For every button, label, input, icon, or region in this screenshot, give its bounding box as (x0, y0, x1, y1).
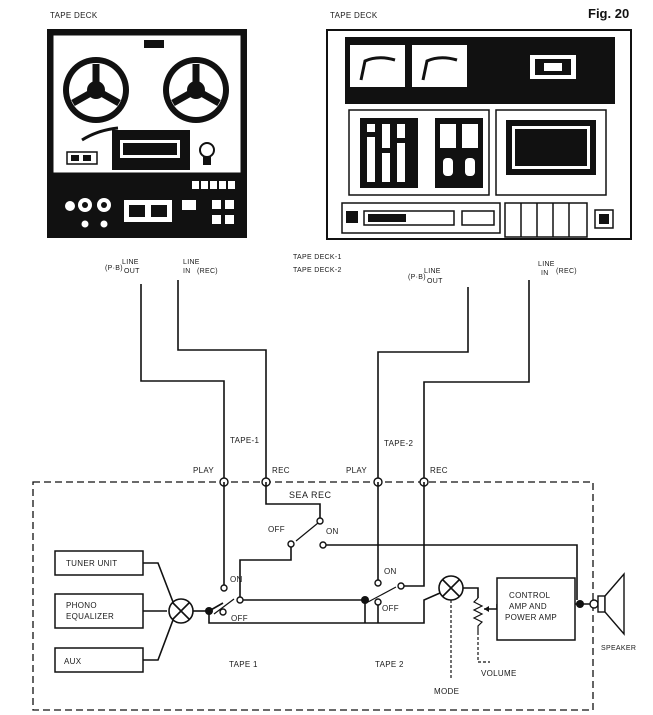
figure-label: Fig. 20 (588, 6, 629, 21)
svg-text:(P·B): (P·B) (105, 265, 123, 272)
sea-rec-off-label: OFF (268, 525, 285, 534)
tape1-off-label: OFF (231, 614, 248, 623)
source-lines (143, 562, 174, 661)
svg-text:LINE: LINE (183, 259, 200, 266)
left-deck-title: TAPE DECK (50, 11, 98, 20)
right-reel-icon (163, 57, 229, 123)
play1-label: PLAY (193, 466, 214, 475)
svg-text:OUT: OUT (124, 268, 140, 275)
deck-numbering-labels: TAPE DECK-1 TAPE DECK-2 (293, 254, 342, 274)
control-amp-line3: POWER AMP (505, 613, 557, 622)
tape2-monitor-switch (361, 482, 441, 624)
control-amp-line2: AMP AND (509, 602, 547, 611)
mode-label: MODE (434, 687, 459, 696)
play2-label: PLAY (346, 466, 367, 475)
right-deck-out-label: (P·B) LINE OUT (408, 268, 443, 285)
svg-text:(REC): (REC) (556, 268, 577, 275)
left-deck-out-label: (P·B) LINE OUT (105, 259, 140, 275)
tuner-unit-label: TUNER UNIT (66, 559, 117, 568)
amplifier-outline (32, 481, 594, 711)
equalizer-label: EQUALIZER (66, 612, 114, 621)
svg-text:(REC): (REC) (197, 268, 218, 275)
control-amp-line1: CONTROL (509, 591, 550, 600)
svg-text:(P·B): (P·B) (408, 274, 426, 281)
svg-text:OUT: OUT (427, 278, 443, 285)
svg-text:LINE: LINE (424, 268, 441, 275)
rec1-label: REC (272, 466, 290, 475)
tape-deck-2-label: TAPE DECK-2 (293, 267, 342, 274)
left-reel-icon (63, 57, 129, 123)
tape-deck-1-label: TAPE DECK-1 (293, 254, 342, 261)
sea-rec-switch (239, 482, 578, 600)
svg-text:LINE: LINE (122, 259, 139, 266)
control-amp-block (496, 577, 576, 641)
left-tape-deck (47, 29, 247, 238)
svg-text:IN: IN (183, 268, 191, 275)
speaker-label: SPEAKER (601, 645, 636, 652)
left-deck-in-label: LINE IN (REC) (183, 259, 218, 275)
tape1-switch-label: TAPE 1 (229, 660, 258, 669)
sea-rec-on-label: ON (326, 527, 339, 536)
deck-cables (140, 280, 530, 479)
tape2-switch-label: TAPE 2 (375, 660, 404, 669)
selector-mixer-icon (168, 598, 194, 624)
tape2-connector-label: TAPE-2 (384, 439, 413, 448)
tape1-on-label: ON (230, 575, 243, 584)
rec2-label: REC (430, 466, 448, 475)
aux-block (54, 647, 144, 673)
volume-potentiometer-icon (472, 597, 498, 632)
volume-label: VOLUME (481, 669, 517, 678)
speaker-icon (597, 572, 625, 636)
tape2-off-label: OFF (382, 604, 399, 613)
tape1-connector-label: TAPE-1 (230, 436, 259, 445)
tape1-monitor-switch (208, 482, 365, 616)
right-tape-deck (326, 29, 632, 240)
phono-label: PHONO (66, 601, 97, 610)
tuner-unit-block (54, 550, 144, 576)
mode-mixer-icon (438, 575, 464, 601)
tape2-on-label: ON (384, 567, 397, 576)
vu-meter-icon (350, 45, 467, 87)
svg-text:IN: IN (541, 270, 549, 277)
aux-label: AUX (64, 657, 82, 666)
right-deck-in-label: LINE IN (REC) (538, 261, 577, 277)
phono-equalizer-block (54, 593, 144, 629)
right-deck-title: TAPE DECK (330, 11, 378, 20)
sea-rec-label: SEA REC (289, 490, 332, 500)
svg-text:LINE: LINE (538, 261, 555, 268)
